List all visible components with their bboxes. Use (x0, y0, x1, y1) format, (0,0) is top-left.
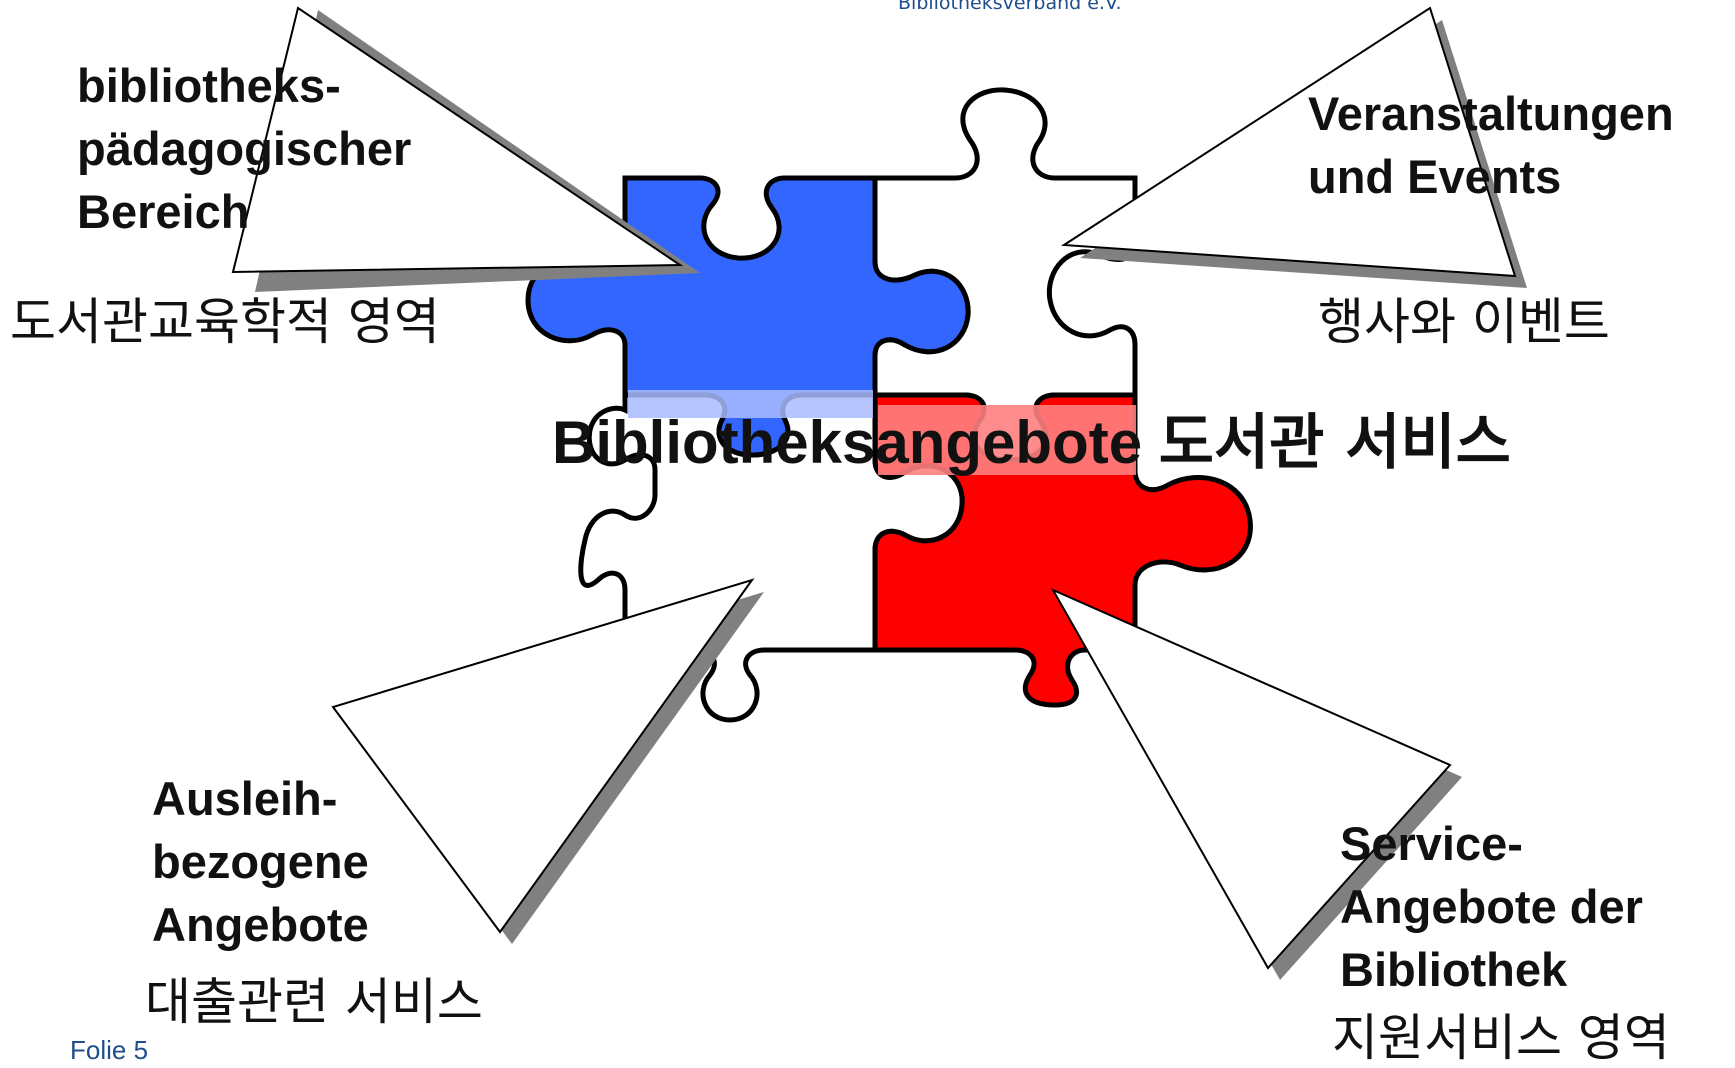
callout-bottom-right-de-line-1: Service- (1340, 817, 1523, 870)
callout-top-left-text: bibliotheks- pädagogischer Bereich (77, 54, 411, 243)
callout-bottom-left-de-line-3: Angebote (152, 898, 369, 951)
slide-number: Folie 5 (70, 1035, 149, 1065)
center-title-de: Bibliotheksangebote (552, 409, 1143, 476)
callout-top-right-text: Veranstaltungen und Events (1308, 82, 1674, 208)
callout-top-left-de-line-3: Bereich (77, 185, 250, 238)
callout-bottom-right-de-line-2: Angebote der (1340, 880, 1643, 933)
callout-bottom-right-text: Service- Angebote der Bibliothek (1340, 812, 1643, 1001)
callout-bottom-left-de-line-1: Ausleih- (152, 772, 338, 825)
title-highlight-blue (628, 390, 873, 418)
callout-bottom-left-de-line-2: bezogene (152, 835, 369, 888)
callout-top-left-ko: 도서관교육학적 영역 (10, 293, 440, 351)
center-title: Bibliotheksangebote 도서관 서비스 (552, 405, 1511, 481)
callout-bottom-right-ko: 지원서비스 영역 (1332, 1009, 1670, 1067)
callout-bottom-left-text: Ausleih- bezogene Angebote (152, 767, 369, 956)
callout-pointer-top-left (231, 6, 684, 274)
callout-top-left-de-line-2: pädagogischer (77, 122, 412, 175)
callout-bottom-right-de-line-3: Bibliothek (1340, 943, 1568, 996)
callout-top-right-ko: 행사와 이벤트 (1318, 293, 1610, 351)
callout-pointer-top-right (1060, 6, 1517, 278)
callout-top-right-de-line-1: Veranstaltungen (1308, 87, 1674, 140)
callout-pointer-bottom-right (1050, 587, 1452, 970)
callout-top-left-de-line-1: bibliotheks- (77, 59, 341, 112)
header-organization: Bibliotheksverband e.V. (898, 0, 1122, 14)
title-highlight-red (878, 405, 1136, 475)
center-title-ko: 도서관 서비스 (1158, 408, 1511, 478)
callout-bottom-left-ko: 대출관련 서비스 (145, 973, 483, 1031)
callout-pointer-bottom-left (331, 578, 755, 934)
callout-top-right-de-line-2: und Events (1308, 150, 1562, 203)
